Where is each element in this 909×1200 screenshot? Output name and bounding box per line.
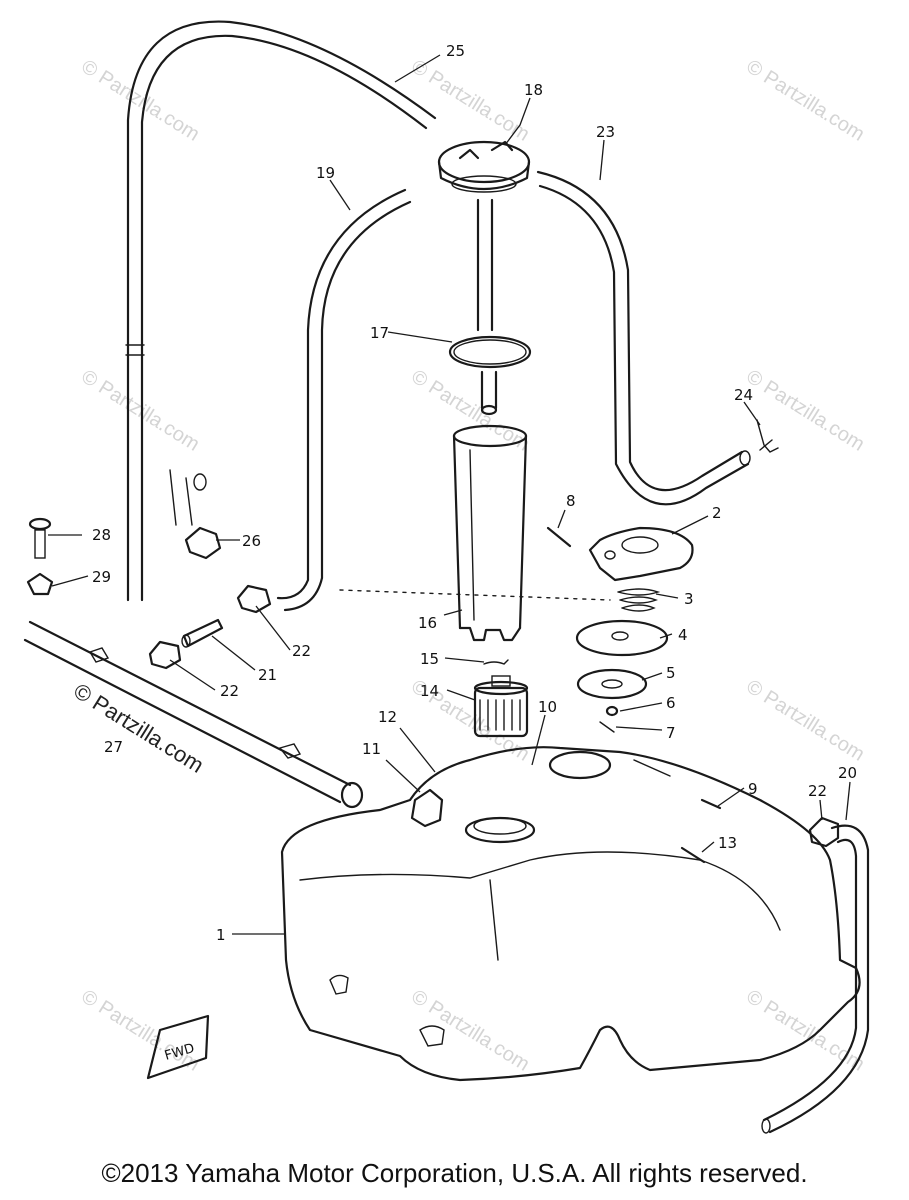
- strainer-tube-16: [452, 424, 528, 642]
- clamp-22-right: [808, 816, 840, 848]
- callout-1: 1: [216, 926, 226, 944]
- callout-labels: 25 18 23 19 17 24 8 2 28 26 3 29 22 16 4…: [92, 42, 857, 944]
- watermark: © Partzilla.com: [407, 366, 533, 456]
- hose-19: [276, 188, 412, 612]
- callout-22: 22: [220, 682, 239, 700]
- diaphragm-4: [575, 619, 669, 657]
- oil-tank-1: [280, 746, 861, 1082]
- callout-4: 4: [678, 626, 688, 644]
- callout-7: 7: [666, 724, 676, 742]
- callout-27: 27: [104, 738, 123, 756]
- clip-24: [756, 419, 779, 453]
- filter-14: [473, 675, 529, 738]
- callout-12: 12: [378, 708, 397, 726]
- callout-21: 21: [258, 666, 277, 684]
- bracket-27: [23, 620, 364, 809]
- watermark: © Partzilla.com: [77, 366, 203, 456]
- callout-15: 15: [420, 650, 439, 668]
- callout-13: 13: [718, 834, 737, 852]
- callout-3: 3: [684, 590, 694, 608]
- bolt-9: [700, 798, 722, 810]
- washer-29: [26, 572, 54, 596]
- clamp-22-lower: [148, 640, 182, 670]
- watermark-strong: © Partzilla.com: [69, 678, 208, 778]
- leader-lines: [48, 54, 851, 935]
- o-ring-17: [448, 335, 532, 369]
- spring-3: [617, 588, 661, 612]
- callout-9: 9: [748, 780, 758, 798]
- callout-23: 23: [596, 123, 615, 141]
- callout-29: 29: [92, 568, 111, 586]
- washer-5-hole: [601, 679, 623, 689]
- callout-5: 5: [666, 664, 676, 682]
- callout-26: 26: [242, 532, 261, 550]
- dashed-leader: [339, 589, 611, 601]
- clip-15: [483, 659, 509, 665]
- nut-6: [605, 705, 619, 717]
- watermark: © Partzilla.com: [77, 986, 203, 1076]
- suction-pipe: [476, 198, 498, 416]
- clamp-26: [169, 469, 222, 560]
- callout-24: 24: [734, 386, 753, 404]
- callout-20: 20: [838, 764, 857, 782]
- hose-23: [536, 170, 751, 506]
- callout-10: 10: [538, 698, 557, 716]
- watermark: © Partzilla.com: [742, 56, 868, 146]
- callout-22: 22: [292, 642, 311, 660]
- hose-20: [761, 824, 870, 1134]
- bolt-28: [28, 517, 52, 559]
- o-ring-17-inner: [453, 339, 527, 365]
- copyright-notice: ©2013 Yamaha Motor Corporation, U.S.A. A…: [101, 1158, 808, 1188]
- hose-25: [125, 20, 437, 602]
- callout-8: 8: [566, 492, 576, 510]
- callout-22: 22: [808, 782, 827, 800]
- pipe-21: [181, 618, 224, 648]
- watermark: © Partzilla.com: [407, 986, 533, 1076]
- diaphragm-4-center: [611, 631, 629, 641]
- clamp-22-upper: [236, 584, 272, 614]
- callout-6: 6: [666, 694, 676, 712]
- bolt-8: [546, 526, 572, 548]
- callout-14: 14: [420, 682, 439, 700]
- watermark: © Partzilla.com: [742, 676, 868, 766]
- callout-16: 16: [418, 614, 437, 632]
- watermark: © Partzilla.com: [742, 366, 868, 456]
- callout-28: 28: [92, 526, 111, 544]
- callout-2: 2: [712, 504, 722, 522]
- tank-cap-18: [437, 140, 531, 193]
- clip-7: [599, 721, 615, 733]
- callout-11: 11: [362, 740, 381, 758]
- callout-18: 18: [524, 81, 543, 99]
- watermark: © Partzilla.com: [742, 986, 868, 1076]
- callout-17: 17: [370, 324, 389, 342]
- bolt-13: [680, 846, 706, 864]
- callout-25: 25: [446, 42, 465, 60]
- callout-19: 19: [316, 164, 335, 182]
- washer-5: [576, 668, 648, 700]
- cover-2: [588, 526, 694, 582]
- watermarks: © Partzilla.com © Partzilla.com © Partzi…: [69, 56, 868, 1076]
